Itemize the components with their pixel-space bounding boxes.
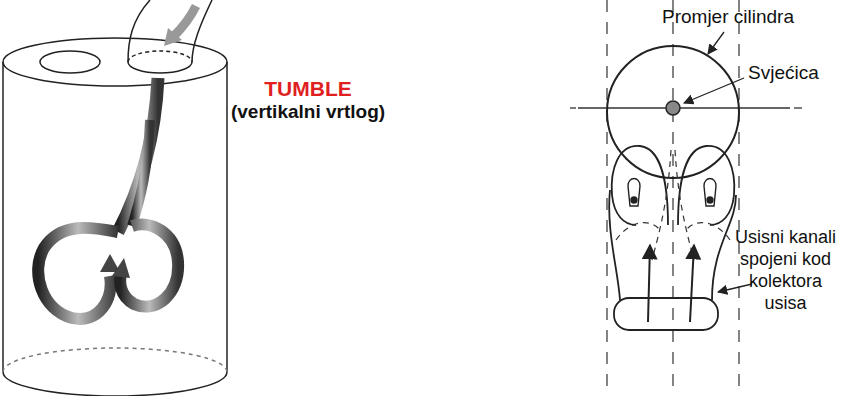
cylinder-bore <box>607 46 739 178</box>
center-lines <box>607 0 739 396</box>
cylinder-bottom <box>3 372 227 396</box>
center-line <box>578 107 790 108</box>
subtitle-label: (vertikalni vrtlog) <box>198 101 418 124</box>
cylinder-wall <box>226 62 228 372</box>
valve-hole <box>128 51 192 62</box>
cylinder-top <box>3 38 227 86</box>
intake-pipe <box>128 0 150 62</box>
center-line <box>794 107 802 108</box>
flow-dashes <box>616 150 730 260</box>
cylinder-wall <box>2 62 4 372</box>
part-label: Promjer cilindra <box>662 6 842 29</box>
flow-arrows <box>648 245 694 322</box>
valves <box>628 179 716 207</box>
valve-hole <box>40 51 100 73</box>
part-label: Svjećica <box>748 62 843 85</box>
title-label: TUMBLE <box>208 76 408 101</box>
cylinder-bottom-hidden <box>3 348 227 372</box>
flow-arrow-head <box>164 28 182 46</box>
part-label: Usisni kanali spojeni kod kolektora usis… <box>726 226 845 314</box>
center-line <box>570 107 576 108</box>
intake-ports <box>609 146 736 330</box>
flow-arrow <box>174 6 196 36</box>
spark-plug <box>666 101 680 115</box>
valve-hole <box>128 62 192 73</box>
tumble-vortex <box>38 78 178 319</box>
cylinder-drawing <box>3 0 227 396</box>
